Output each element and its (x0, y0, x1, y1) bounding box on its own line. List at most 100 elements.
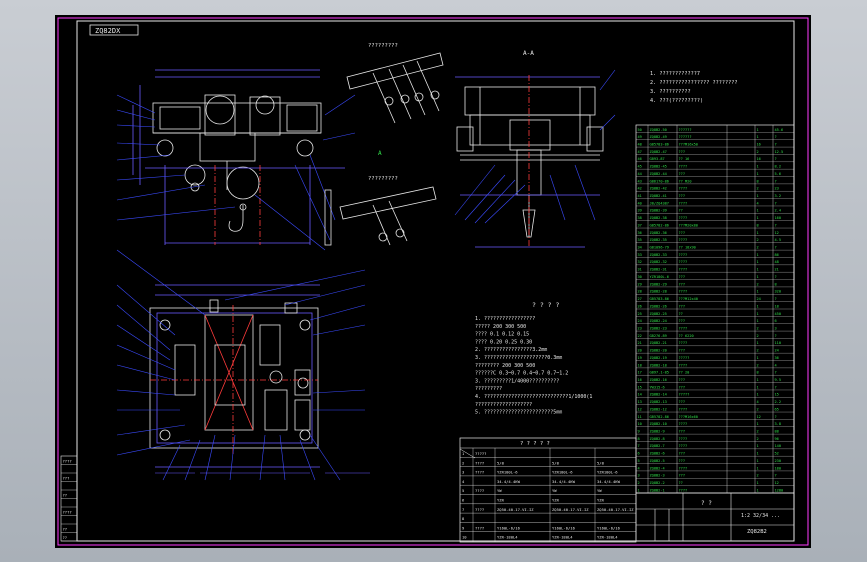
bom-cell: 8 (638, 437, 640, 441)
bom-cell: ??? (679, 400, 686, 404)
bom-cell: 1 (757, 488, 759, 492)
bom-cell: ???? (679, 216, 688, 220)
bom-cell: 8 (757, 223, 759, 227)
spec-cell: ???? (475, 488, 484, 493)
bom-cell: ??? (679, 459, 686, 463)
bom-cell: GB5783-86 (650, 142, 669, 146)
bom-cell: 1 (757, 341, 759, 345)
bom-cell: 2 (757, 407, 759, 411)
left-block-cell: ?? (63, 493, 68, 498)
spec-cell: ZQ50-40.17-VI-IZ (497, 507, 534, 512)
bom-cell: 110 (775, 341, 782, 345)
bom-cell: 12 (757, 415, 761, 419)
bom-cell: 1 (757, 172, 759, 176)
bom-cell: ? (775, 157, 777, 161)
bom-cell: ???M16x50 (679, 142, 698, 146)
side-view-leaders (454, 69, 616, 224)
left-block-cell: ???? (63, 510, 72, 515)
bom-cell: ?? (679, 312, 683, 316)
bom-cell: GB1096-79 (650, 246, 669, 250)
rope-detail-lower (339, 186, 437, 246)
bom-cell: ZQ8B2-41 (650, 194, 667, 198)
bom-cell: ???? (679, 407, 688, 411)
bom-cell: 24 (638, 319, 642, 323)
spec-cell: Y160L-6/16 (497, 525, 521, 530)
bom-cell: GB5783-86 (650, 297, 669, 301)
bom-cell: 1 (757, 275, 759, 279)
bom-cell: GB5782-86 (650, 223, 669, 227)
bom-cell: ZQ8B2-12 (650, 407, 667, 411)
spec-cell: Y160L-6/16 (597, 525, 621, 530)
bom-cell: 16 (757, 157, 761, 161)
bom-cell: 14 (638, 393, 642, 397)
bom-cell: ZQ8B2-10 (650, 422, 667, 426)
bom-cell: ???? (679, 290, 688, 294)
bom-cell: ? (775, 275, 777, 279)
bom-cell: 1280 (775, 488, 784, 492)
spec-cell: 6 (462, 498, 465, 503)
bom-cell: 46 (638, 157, 642, 161)
spec-cell: 1 (462, 451, 465, 456)
bom-cell: 43 (638, 179, 642, 183)
spec-cell: YZR-180L4 (552, 535, 573, 540)
bom-cell: ? (775, 201, 777, 205)
spec-cell: 5/8 (497, 460, 505, 465)
spec-cell: YZR (552, 498, 560, 503)
bom-cell: 48 (775, 260, 779, 264)
bom-cell: ? (775, 385, 777, 389)
bom-cell: ??? (679, 385, 686, 389)
bom-cell: 8 (757, 371, 759, 375)
title-block-scale: 1:2 32/34 ... (741, 513, 780, 519)
bom-cell: 9.5 (775, 378, 782, 382)
bom-cell: 2 (757, 282, 759, 286)
bom-cell: 1 (757, 466, 759, 470)
spec-cell: 2 (462, 460, 464, 465)
bom-cell: 1 (757, 304, 759, 308)
bom-cell: 45 (638, 165, 642, 169)
bom-cell: ZQ8B2-3 (650, 474, 665, 478)
drawing-number: ZQ82B2 (747, 529, 767, 535)
bom-cell: 10 (638, 422, 642, 426)
bom-cell: 36 (638, 231, 642, 235)
bom-cell: 35 (638, 238, 642, 242)
bom-cell: ????? (679, 393, 690, 397)
bom-cell: 2 (638, 481, 640, 485)
note-line: 1. ????????????7 (650, 71, 700, 77)
bom-cell: ??? (679, 349, 686, 353)
bom-cell: ZQ8B2-5 (650, 459, 665, 463)
tech-requirement-line: 1. ????????????????? (475, 316, 535, 322)
bom-cell: ??? (679, 319, 686, 323)
bom-cell: 6 (638, 452, 640, 456)
bom-cell: 25 (638, 312, 642, 316)
bom-cell: ZQ8B2-7 (650, 444, 665, 448)
bom-cell: ???? (679, 488, 688, 492)
tech-requirement-line: 3. ?????????????????????0.3mm (475, 355, 562, 361)
bom-cell: 29 (638, 282, 642, 286)
spec-cell: 34.4/4.4KW (497, 479, 521, 484)
bom-cell: 8.2 (775, 165, 782, 169)
bom-cell: 38 (638, 216, 642, 220)
bom-cell: 23 (638, 326, 642, 330)
bom-cell: ZQ8B2-45 (650, 165, 667, 169)
bom-cell: ?? (679, 209, 683, 213)
bom-cell: ???? (679, 466, 688, 470)
note-line: 3. ?????????? (650, 89, 691, 95)
bom-cell: 88 (775, 430, 779, 434)
bom-cell: 30 (638, 275, 642, 279)
bom-cell: 24 (775, 349, 779, 353)
bom-cell: 22 (638, 334, 642, 338)
bom-cell: ??? (679, 150, 686, 154)
bom-cell: ZQ8B2-9 (650, 430, 665, 434)
bom-cell: 52 (775, 452, 779, 456)
bom-cell: ? (775, 246, 777, 250)
spec-cell: YZR180L-6 (497, 470, 518, 475)
bom-cell: 1 (757, 165, 759, 169)
bom-cell: 320 (775, 290, 782, 294)
bom-cell: 4 (757, 400, 759, 404)
bom-cell: ?? (679, 481, 683, 485)
bom-cell: ZQ8B2-39 (650, 209, 667, 213)
bom-cell: ? (775, 135, 777, 139)
bom-cell: ZQ8B2-49 (650, 135, 667, 139)
